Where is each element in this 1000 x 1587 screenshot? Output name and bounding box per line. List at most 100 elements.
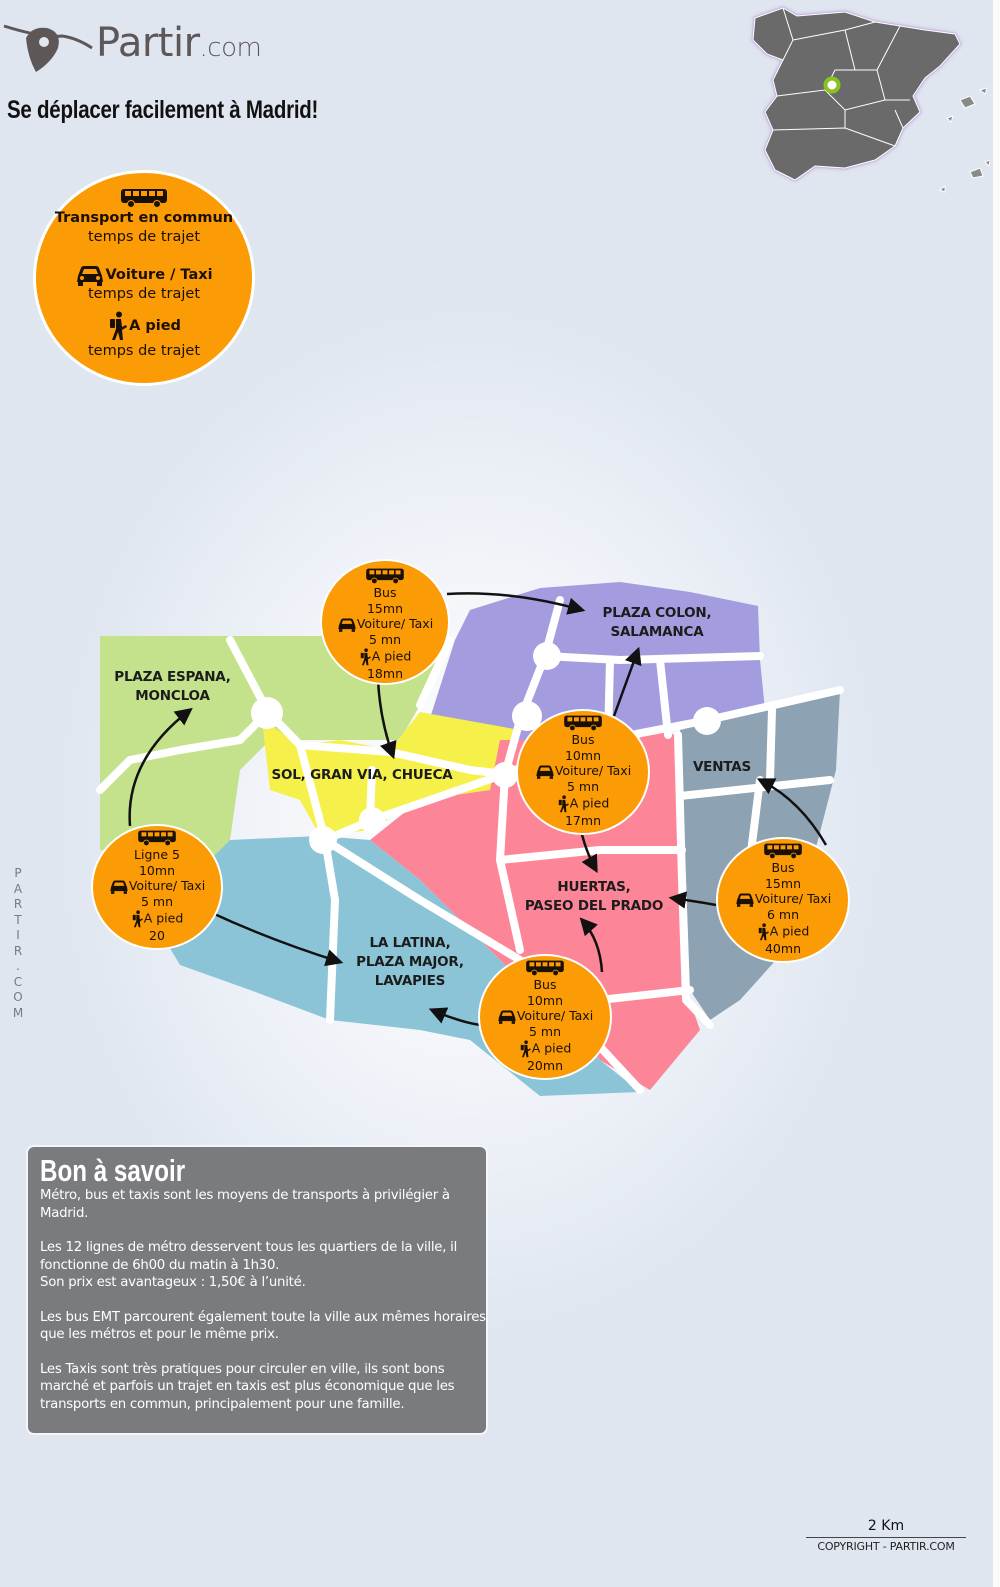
region-label-sol: SOL, GRAN VIA, CHUECA: [262, 766, 462, 785]
car-icon: [77, 266, 104, 286]
car-icon: [736, 893, 754, 907]
arrow-to-la-latina: [209, 910, 344, 967]
route-bubble-la-latina[interactable]: Bus 10mn Voiture/ Taxi 5 mn A pied 20mn: [478, 954, 612, 1080]
madrid-location-marker-icon: [823, 76, 841, 94]
walk-label: A pied: [769, 923, 810, 938]
brand-wordmark: Partir: [96, 20, 200, 66]
scale-label: 2 Km: [867, 1518, 905, 1534]
car-label: Voiture/ Taxi: [516, 1008, 594, 1023]
route-bubble-plaza-colon[interactable]: Bus 10mn Voiture/ Taxi 5 mn A pied 17mn: [516, 709, 650, 835]
route-bubble-plaza-espana[interactable]: Ligne 5 10mn Voiture/ Taxi 5 mn A pied 2…: [91, 824, 223, 950]
district-plaza-espana[interactable]: [100, 636, 452, 860]
car-row: Voiture/ Taxi: [518, 763, 648, 779]
car-label: Voiture/ Taxi: [554, 763, 632, 778]
side-watermark: P A R T I R . C O M: [10, 866, 26, 1021]
walk-row: A pied: [322, 647, 448, 666]
info-paragraph: Métro, bus et taxis sont les moyens de t…: [40, 1188, 450, 1221]
arrow-to-sol: [376, 679, 397, 760]
transit-time: 15mn: [764, 875, 801, 891]
walk-time: 18mn: [366, 665, 403, 681]
car-icon: [498, 1010, 516, 1024]
brand-tld: .com: [199, 33, 262, 63]
car-row: Voiture/ Taxi: [718, 891, 848, 907]
legend-bus-icon-row: [36, 187, 252, 209]
transit-label: Bus: [373, 585, 397, 600]
hiker-icon: [558, 794, 569, 812]
legend-walk-label: A pied: [129, 318, 181, 334]
bus-icon: [764, 843, 802, 860]
arrow-to-huertas-bottom: [579, 917, 604, 973]
legend-transport-sub: temps de trajet: [88, 229, 200, 245]
walk-time: 20mn: [526, 1057, 563, 1073]
arrow-ventas-to-huertas: [668, 891, 717, 909]
brand-name: Partir.com: [96, 20, 262, 66]
label-line: SALAMANCA: [610, 624, 704, 640]
car-row: Voiture/ Taxi: [480, 1008, 610, 1024]
walk-label: A pied: [371, 648, 412, 663]
watermark-char: T: [14, 912, 22, 927]
bus-icon: [121, 189, 167, 208]
legend-walk-row: A pied: [36, 311, 252, 341]
label-line: HUERTAS,: [557, 879, 631, 895]
region-label-plaza-espana: PLAZA ESPANA, MONCLOA: [100, 668, 245, 706]
region-label-huertas: HUERTAS, PASEO DEL PRADO: [515, 878, 673, 916]
hiker-icon: [758, 922, 769, 940]
watermark-char: A: [13, 881, 23, 896]
legend-car-sub: temps de trajet: [88, 286, 200, 302]
info-paragraph: Les 12 lignes de métro desservent tous l…: [40, 1240, 458, 1273]
car-label: Voiture/ Taxi: [128, 878, 206, 893]
label-line: LA LATINA,: [369, 935, 451, 951]
walk-label: A pied: [569, 795, 610, 810]
scale-line: [806, 1537, 966, 1538]
arrow-to-plaza-espana: [128, 707, 193, 827]
hiker-icon: [110, 311, 128, 340]
walk-label: A pied: [143, 910, 184, 925]
car-time: 6 mn: [766, 907, 800, 922]
copyright: COPYRIGHT - PARTIR.COM: [817, 1540, 955, 1553]
walk-row: A pied: [480, 1039, 610, 1058]
legend: Transport en commun temps de trajet Voit…: [33, 170, 255, 386]
watermark-char: .: [16, 959, 20, 973]
watermark-char: I: [16, 928, 20, 942]
watermark-char: R: [13, 943, 23, 958]
car-row: Voiture/ Taxi: [93, 878, 221, 894]
car-icon: [536, 765, 554, 779]
watermark-char: M: [12, 1005, 24, 1020]
info-title: Bon à savoir: [40, 1153, 186, 1188]
transit-label: Bus: [771, 860, 795, 875]
route-bubble-sol[interactable]: Bus 15mn Voiture/ Taxi 5 mn A pied 18mn: [320, 559, 450, 685]
hiker-icon: [132, 909, 143, 927]
bus-icon: [526, 960, 564, 977]
region-label-ventas: VENTAS: [682, 758, 762, 777]
partir-logo-icon: [3, 24, 93, 72]
transit-label: Bus: [571, 732, 595, 747]
walk-row: A pied: [718, 922, 848, 941]
region-label-plaza-colon: PLAZA COLON, SALAMANCA: [582, 604, 732, 642]
watermark-char: P: [14, 866, 22, 880]
hiker-icon: [520, 1039, 531, 1057]
transit-time: 10mn: [564, 747, 601, 763]
transit-label: Ligne 5: [134, 847, 180, 862]
transit-time: 15mn: [366, 600, 403, 616]
district-sol[interactable]: [262, 712, 520, 836]
transit-time: 10mn: [138, 862, 175, 878]
legend-car-row: Voiture / Taxi: [36, 264, 252, 286]
car-icon: [338, 618, 356, 632]
route-bubble-ventas[interactable]: Bus 15mn Voiture/ Taxi 6 mn A pied 40mn: [716, 837, 850, 963]
legend-walk-sub: temps de trajet: [88, 343, 200, 359]
bus-icon: [138, 830, 176, 847]
label-line: LAVAPIES: [374, 973, 446, 989]
arrow-to-la-latina-bottom: [428, 1007, 481, 1027]
walk-row: A pied: [518, 794, 648, 813]
label-line: MONCLOA: [135, 688, 210, 704]
car-time: 5 mn: [528, 1024, 562, 1039]
car-time: 5 mn: [368, 632, 402, 647]
watermark-char: R: [13, 897, 23, 911]
walk-row: A pied: [93, 909, 221, 928]
page-title: Se déplacer facilement à Madrid!: [7, 96, 319, 124]
arrow-to-ventas: [756, 778, 828, 846]
arrow-to-plaza-colon: [446, 592, 586, 615]
hiker-icon: [360, 647, 371, 665]
info-box: Bon à savoir Métro, bus et taxis sont le…: [26, 1145, 488, 1435]
